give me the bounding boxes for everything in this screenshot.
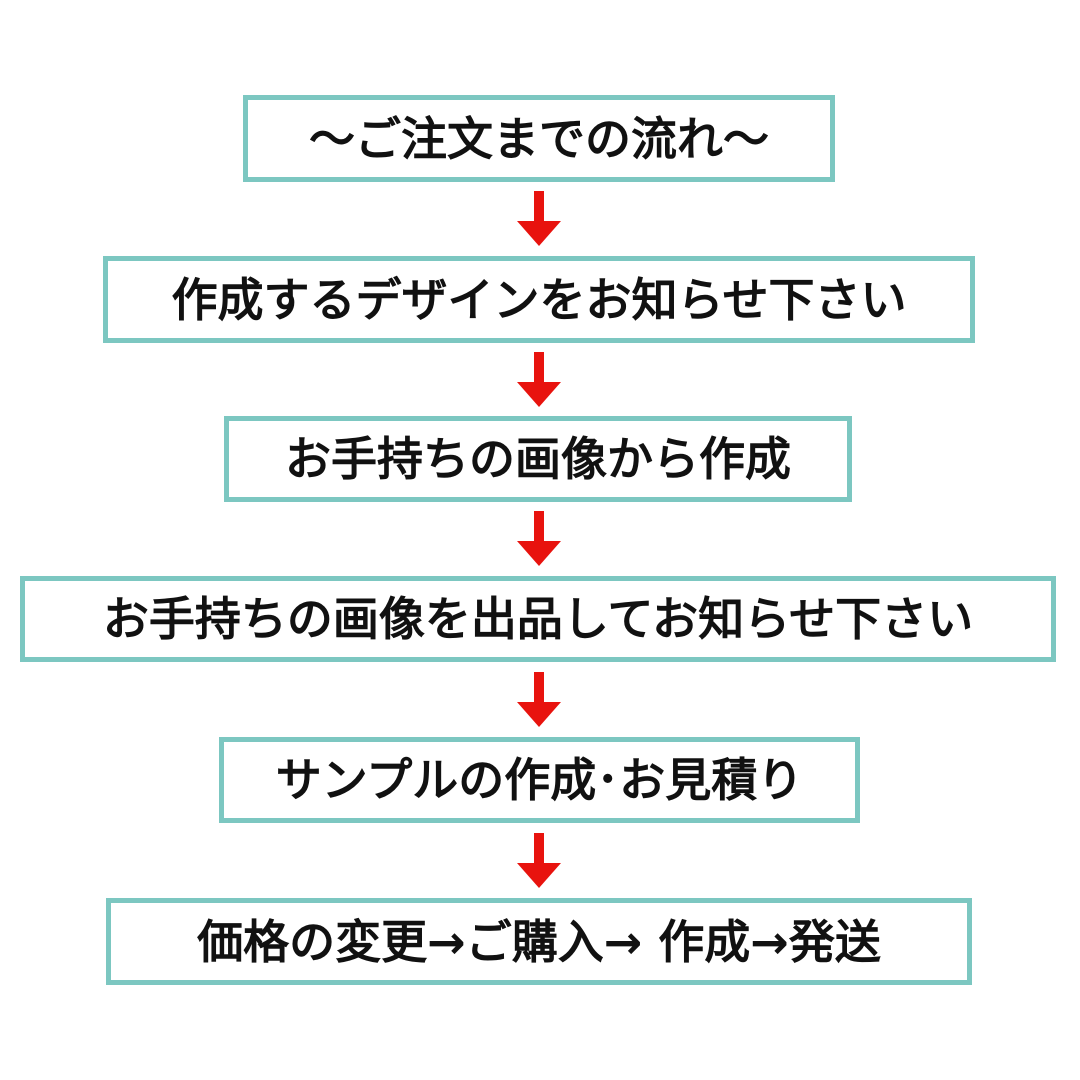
down-arrow-icon (517, 511, 561, 566)
step-box-sample-quote: サンプルの作成･お見積り (219, 737, 860, 823)
step-label: 価格の変更→ご購入→ 作成→発送 (197, 914, 881, 969)
step-label: ～ご注文までの流れ～ (309, 111, 769, 166)
down-arrow-icon (517, 352, 561, 407)
down-arrow-icon (517, 672, 561, 727)
step-box-title: ～ご注文までの流れ～ (243, 95, 835, 182)
step-box-own-image: お手持ちの画像から作成 (224, 416, 852, 502)
step-box-design: 作成するデザインをお知らせ下さい (103, 256, 975, 343)
down-arrow-icon (517, 191, 561, 246)
step-label: お手持ちの画像から作成 (285, 432, 791, 486)
step-label: サンプルの作成･お見積り (275, 753, 804, 807)
step-label: 作成するデザインをお知らせ下さい (171, 272, 907, 327)
step-box-purchase-ship: 価格の変更→ご購入→ 作成→発送 (106, 898, 972, 985)
down-arrow-icon (517, 833, 561, 888)
step-box-listing: お手持ちの画像を出品してお知らせ下さい (20, 576, 1056, 662)
step-label: お手持ちの画像を出品してお知らせ下さい (102, 592, 974, 646)
